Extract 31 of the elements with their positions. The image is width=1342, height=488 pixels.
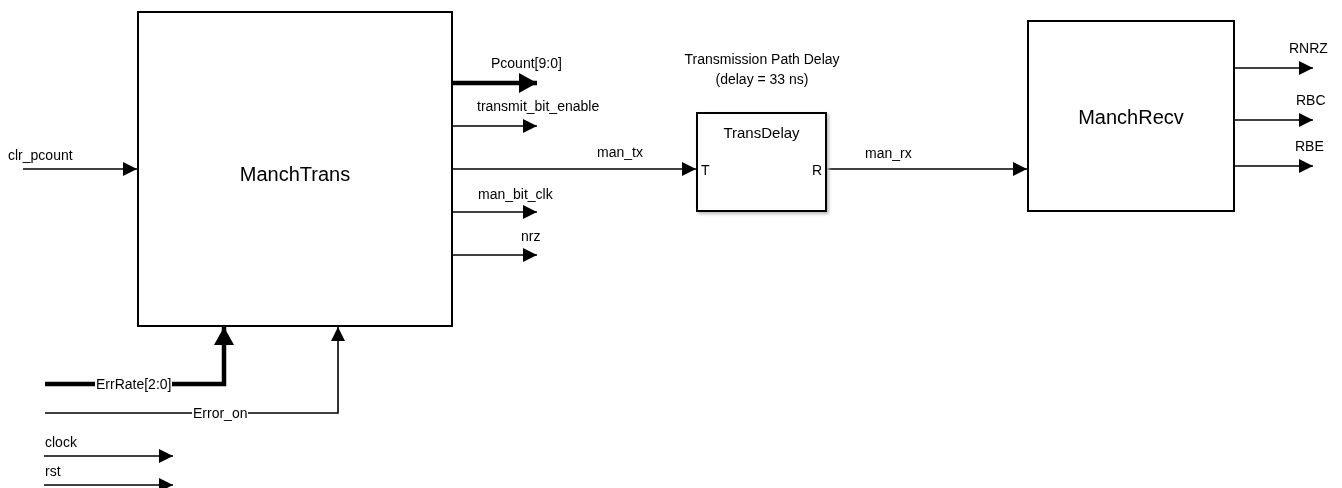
port-label: R [811,162,822,178]
block-caption: Transmission Path Delay (delay = 33 ns) [683,50,841,89]
edge-label: Error_on [192,405,249,421]
signal-label: clock [45,434,77,450]
edge-label: transmit_bit_enable [476,98,601,114]
block-box [1027,20,1235,212]
edge-label: RBC [1295,92,1327,108]
signal-arrow [1234,159,1314,173]
signal-arrow [453,73,537,93]
signal-arrow [826,162,1028,176]
signal-arrow [22,162,138,176]
edge-label: Pcount[9:0] [490,55,563,71]
signal-arrow [452,205,538,219]
edge-label: man_bit_clk [477,186,554,202]
block-name: ManchTrans [238,163,352,186]
edge-label: man_tx [596,144,644,160]
edge-label: ErrRate[2:0] [95,376,173,392]
edge-label: RBE [1294,138,1325,154]
edge-label: RNRZ [1288,40,1329,56]
signal-arrow [452,119,538,133]
signal-label: rst [45,463,61,479]
block-name: ManchRecv [1077,106,1185,129]
signal-arrow [1234,113,1314,127]
block-box [137,11,453,327]
signal-arrow [452,162,697,176]
block-name: TransDelay [722,124,801,141]
signal-arrow [1234,61,1314,75]
port-label: T [701,162,710,178]
edge-label: clr_pcount [7,147,74,163]
signal-arrow [452,248,538,262]
block-box [696,112,827,212]
